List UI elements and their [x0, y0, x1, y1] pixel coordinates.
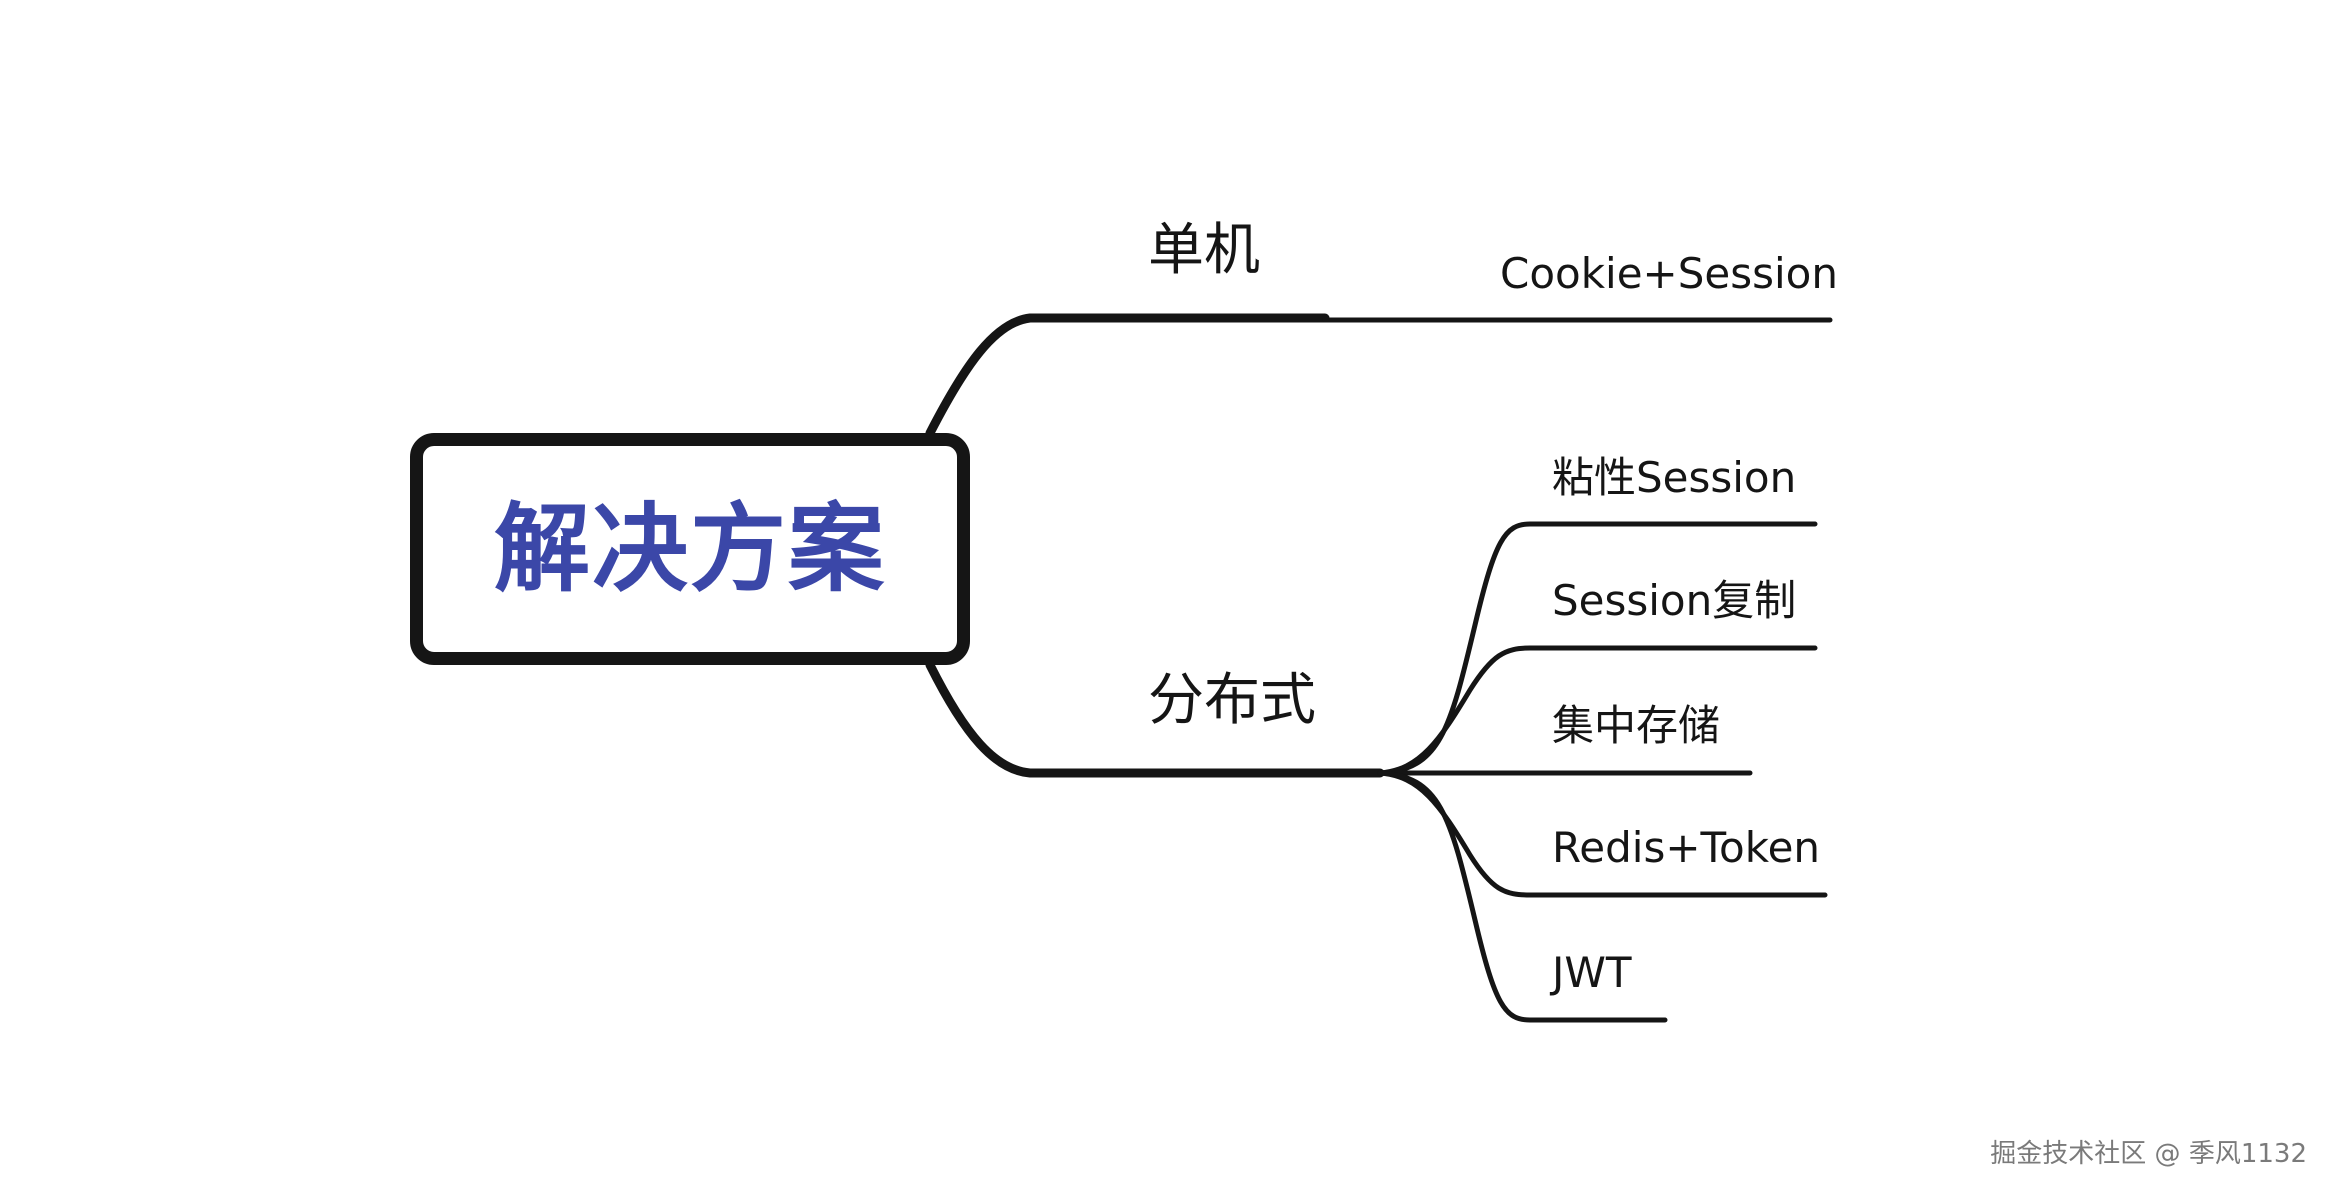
edge-root-to-single — [925, 313, 1330, 438]
leaf-label-redis-token[interactable]: Redis+Token — [1552, 823, 1821, 872]
leaf-label-sticky-session[interactable]: 粘性Session — [1552, 453, 1797, 502]
leaf-label-centralized-storage[interactable]: 集中存储 — [1552, 701, 1721, 750]
edge-distributed-to-jwt — [1377, 770, 1668, 1023]
leaf-label-jwt[interactable]: JWT — [1552, 948, 1632, 997]
edge-distributed-to-sticky-session — [1377, 521, 1818, 776]
watermark: 掘金技术社区 @ 季风1132 — [1990, 1139, 2307, 1169]
edge-root-to-distributed — [925, 660, 1385, 778]
leaf-label-cookie-session[interactable]: Cookie+Session — [1500, 249, 1838, 298]
branch-label-single[interactable]: 单机 — [1148, 218, 1260, 283]
connector-lines — [925, 313, 1833, 1023]
root-node[interactable]: 解决方案 — [410, 433, 970, 665]
edge-distributed-to-session-replication — [1377, 645, 1818, 776]
branch-label-distributed[interactable]: 分布式 — [1148, 668, 1316, 733]
root-label: 解决方案 — [494, 493, 886, 605]
leaf-label-session-replication[interactable]: Session复制 — [1552, 576, 1797, 625]
